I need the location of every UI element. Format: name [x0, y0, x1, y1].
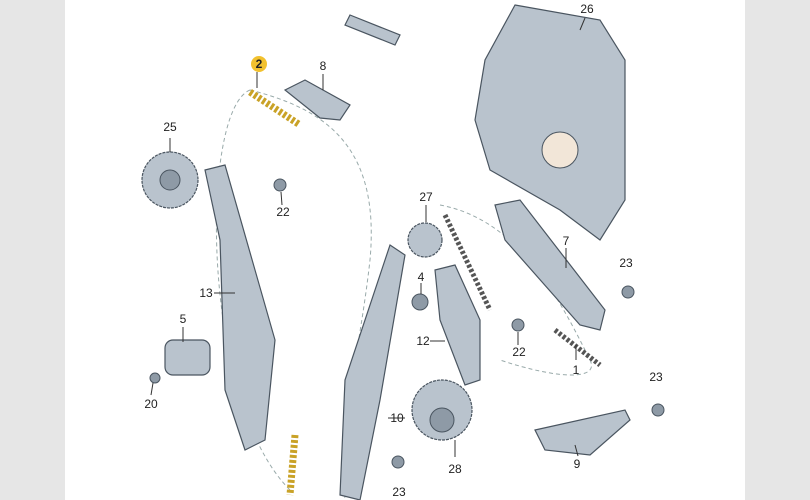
chain-tensioner	[164, 339, 211, 376]
leader-lines	[150, 17, 586, 457]
bolt-20	[149, 372, 161, 384]
tensioner-rail-12	[434, 264, 481, 386]
label-part-23b: 23	[649, 370, 663, 384]
label-part-5: 5	[179, 312, 187, 326]
chain-guide-8	[283, 79, 351, 121]
guide-pin-4	[411, 293, 429, 311]
bolt-23c	[391, 455, 405, 469]
label-part-12: 12	[416, 334, 430, 348]
label-part-8: 8	[319, 59, 327, 73]
guide-rail-7	[494, 199, 606, 331]
label-part-23a: 23	[619, 256, 633, 270]
sprocket-hub	[159, 169, 181, 191]
label-part-27: 27	[419, 190, 433, 204]
sprocket-27	[407, 222, 443, 258]
balance-chain	[442, 213, 602, 367]
sprocket-28-hub	[429, 407, 455, 433]
tensioner-rail	[204, 164, 276, 451]
bolt-22a	[273, 178, 287, 192]
timing-chain-highlighted	[248, 89, 302, 128]
label-part-4: 4	[417, 270, 425, 284]
guide-rail-10	[339, 244, 406, 500]
label-part-10: 10	[390, 411, 404, 425]
bolt-23b	[651, 403, 665, 417]
parts-drawing	[141, 4, 665, 500]
label-part-9: 9	[573, 457, 581, 471]
label-part-20: 20	[144, 397, 158, 411]
chain-path-outline-2	[439, 204, 592, 376]
sealant-tube	[344, 14, 401, 46]
label-part-25: 25	[163, 120, 177, 134]
bolt-22b	[511, 318, 525, 332]
bolt-23a	[621, 285, 635, 299]
timing-chain-exploded-diagram: 26 2 8 25 22 27 7 23 13 4 5 12 22 1 23 2…	[65, 0, 745, 500]
cover-seal-hole	[541, 131, 579, 169]
label-part-22a: 22	[276, 205, 290, 219]
timing-chain-highlighted-lower	[286, 434, 299, 496]
label-part-2-highlighted[interactable]: 2	[251, 56, 267, 72]
timing-cover	[474, 4, 626, 241]
label-part-26: 26	[580, 2, 594, 16]
guide-9	[534, 409, 631, 456]
label-part-28: 28	[448, 462, 462, 476]
label-part-13: 13	[199, 286, 213, 300]
label-part-7: 7	[562, 234, 570, 248]
label-part-22b: 22	[512, 345, 526, 359]
label-part-23c: 23	[392, 485, 406, 499]
label-part-1: 1	[572, 363, 580, 377]
